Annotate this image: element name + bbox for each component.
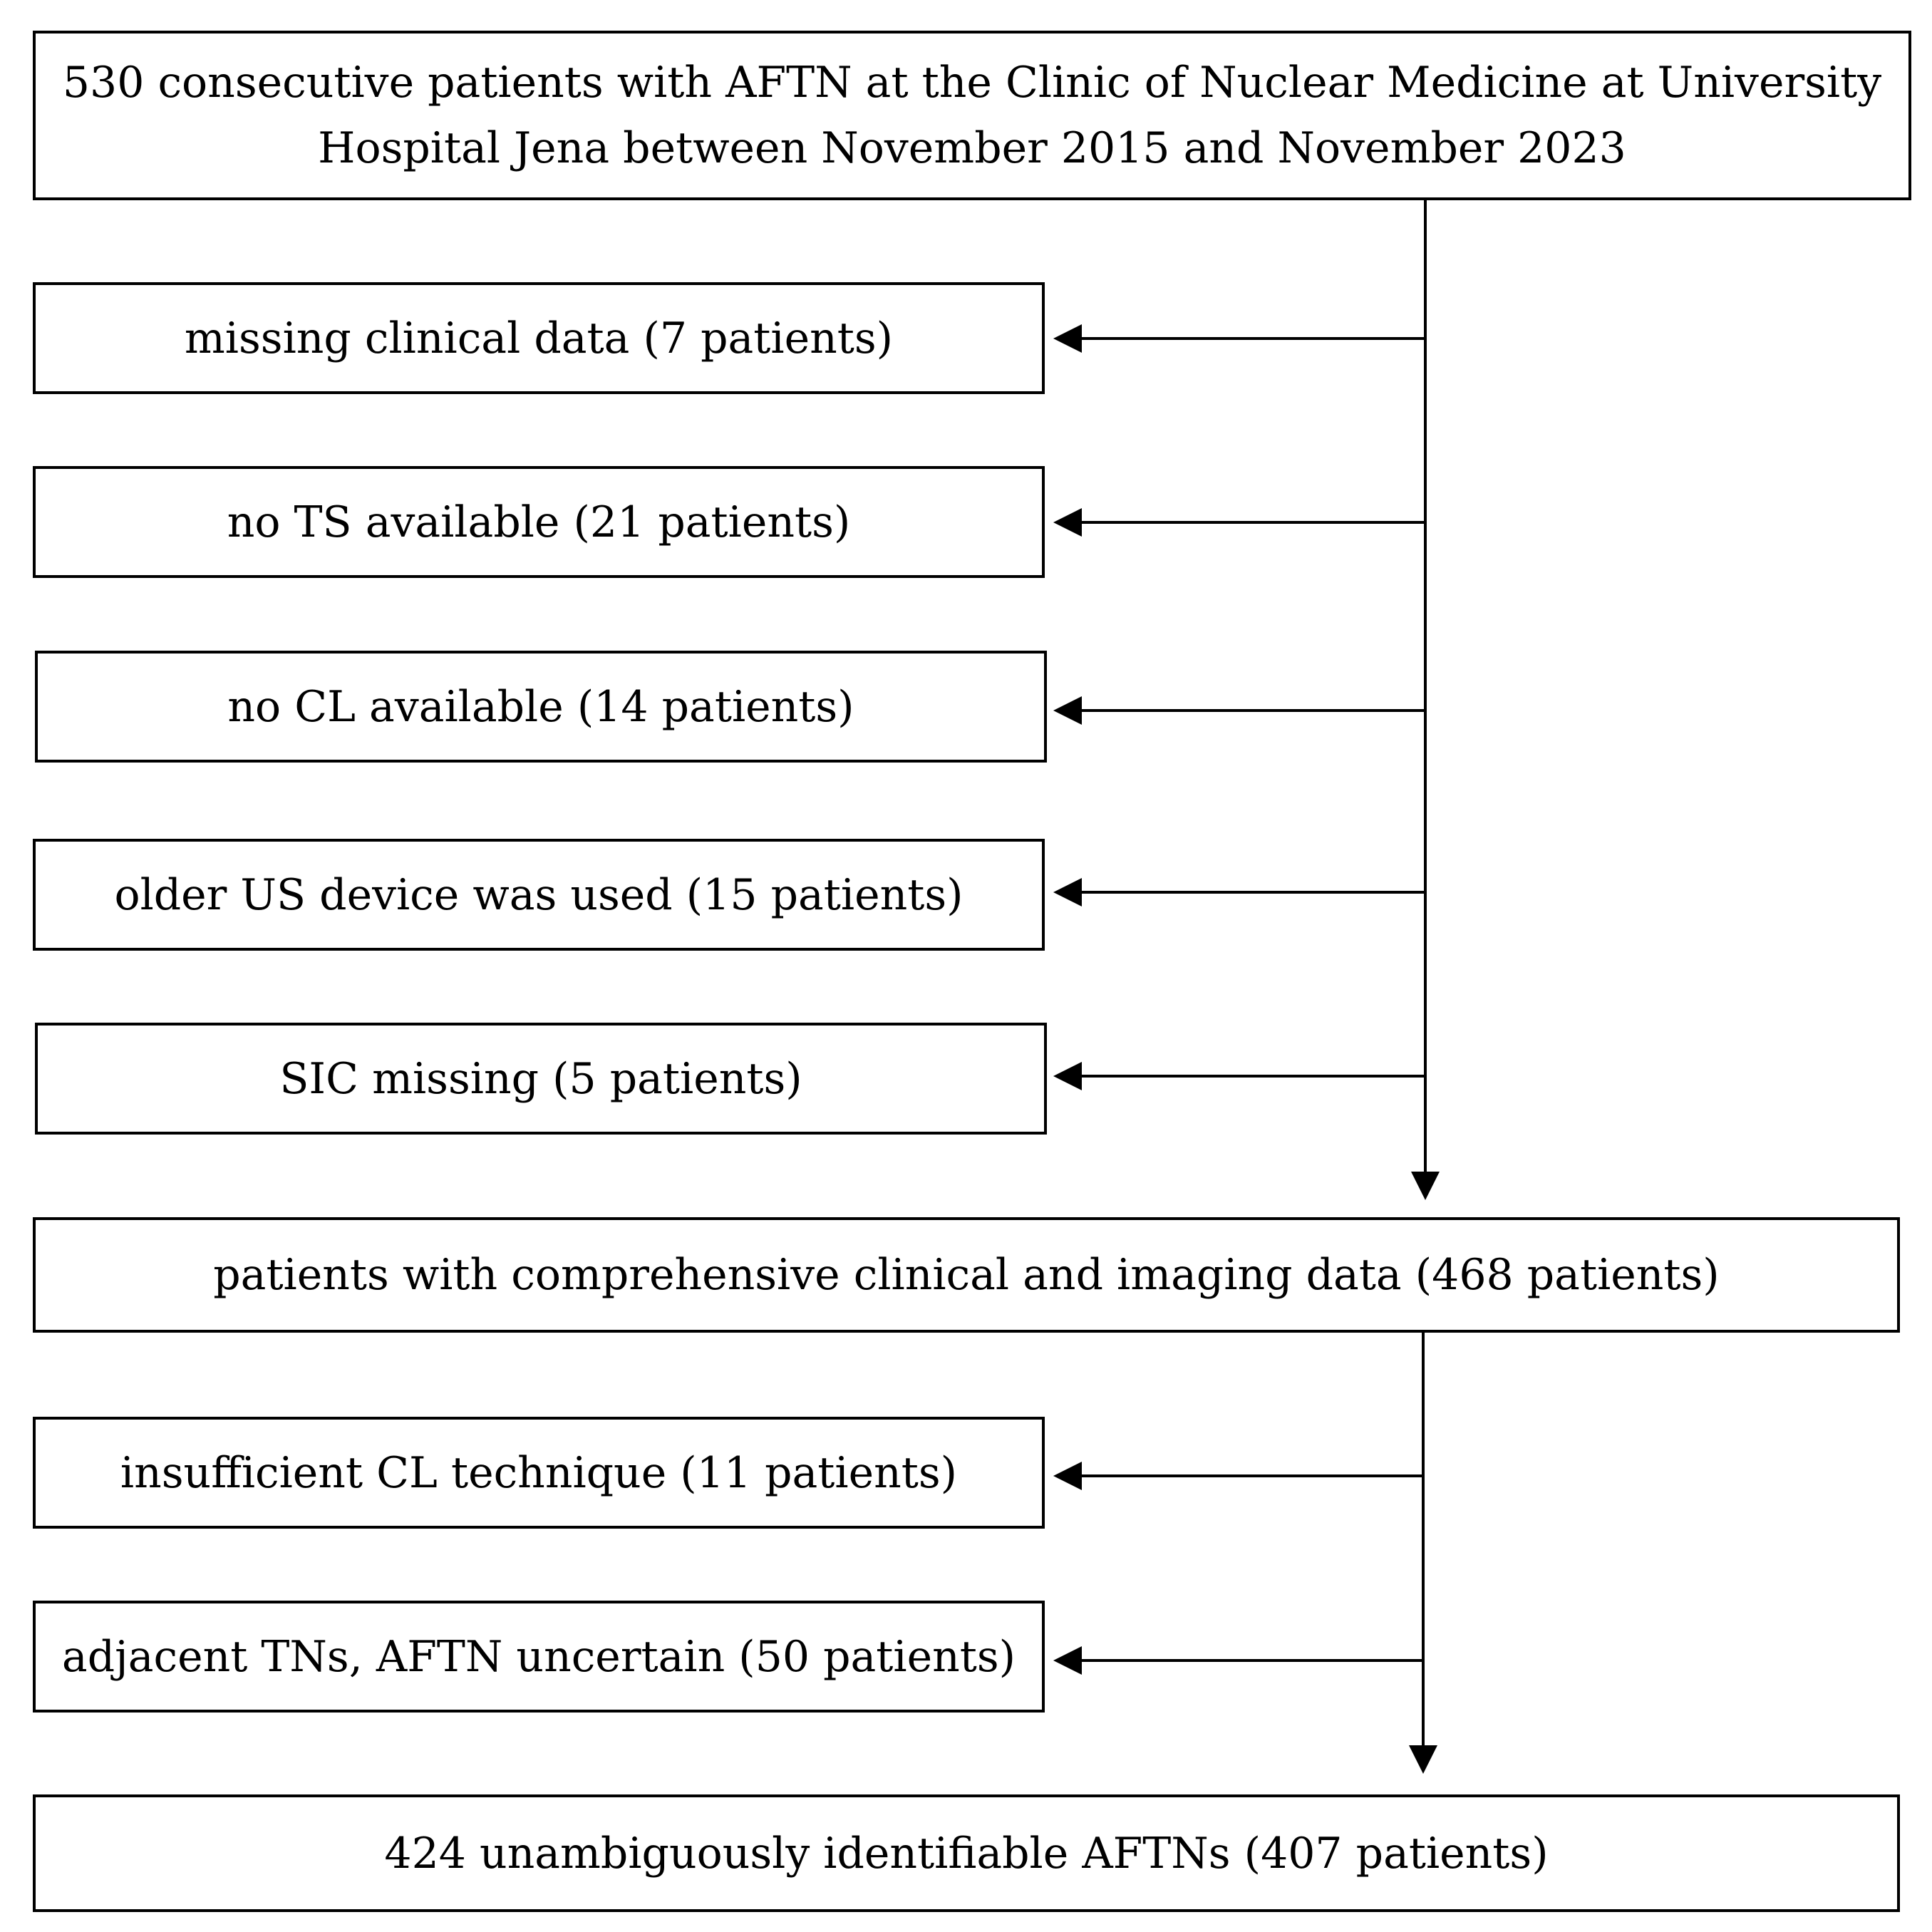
exclusion-box-no-cl: no CL available (14 patients)	[35, 651, 1047, 763]
start-box-line-2: Hospital Jena between November 2015 and …	[318, 123, 1626, 173]
exclusion-box-sic-missing: SIC missing (5 patients)	[35, 1023, 1047, 1135]
exclusion-box-missing-clinical-data: missing clinical data (7 patients)	[33, 282, 1045, 394]
exclusion-box-insufficient-cl: insufficient CL technique (11 patients)	[33, 1417, 1045, 1529]
exclusion-box-older-us-device: older US device was used (15 patients)	[33, 839, 1045, 951]
exclusion-box-no-ts: no TS available (21 patients)	[33, 466, 1045, 578]
start-box: 530 consecutive patients with AFTN at th…	[33, 31, 1911, 200]
middle-box: patients with comprehensive clinical and…	[33, 1217, 1900, 1333]
exclusion-box-adjacent-tns: adjacent TNs, AFTN uncertain (50 patient…	[33, 1601, 1045, 1713]
start-box-line-1: 530 consecutive patients with AFTN at th…	[62, 58, 1882, 108]
final-box: 424 unambiguously identifiable AFTNs (40…	[33, 1794, 1900, 1912]
